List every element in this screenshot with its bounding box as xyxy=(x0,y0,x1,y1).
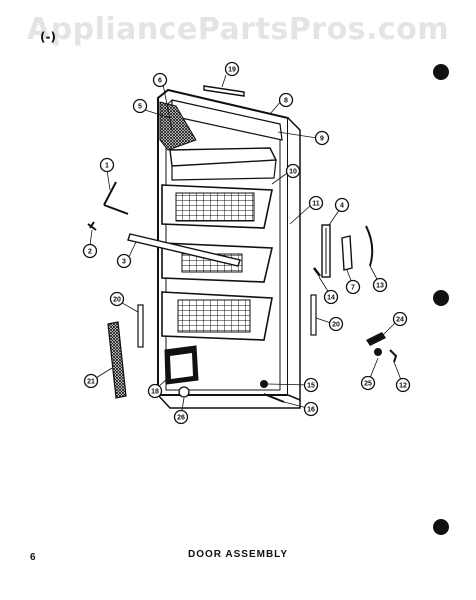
thin-strip-left xyxy=(137,304,144,348)
callout-19: 19 xyxy=(224,61,240,77)
callout-label: 7 xyxy=(351,285,355,292)
callout-label: 3 xyxy=(122,259,126,266)
callout-label: 12 xyxy=(399,383,407,390)
callout-10: 10 xyxy=(285,163,301,179)
page-number: 6 xyxy=(30,552,36,563)
shelf-bar-part xyxy=(127,233,241,267)
registration-dot xyxy=(433,64,449,80)
callout-label: 11 xyxy=(312,201,320,208)
basket-3 xyxy=(161,291,273,341)
callout-21: 21 xyxy=(83,373,99,389)
callout-16: 16 xyxy=(303,401,319,417)
callout-label: 2 xyxy=(88,249,92,256)
top-trim-piece xyxy=(203,85,245,97)
callout-label: 14 xyxy=(327,295,335,302)
curved-rod-part xyxy=(365,225,374,267)
callout-7: 7 xyxy=(345,279,361,295)
callout-label: 15 xyxy=(307,383,315,390)
callout-12: 12 xyxy=(395,377,411,393)
callout-label: 10 xyxy=(289,169,297,176)
callout-18: 18 xyxy=(147,383,163,399)
callout-1: 1 xyxy=(99,157,115,173)
callout-label: 16 xyxy=(307,407,315,414)
thin-strip-right xyxy=(310,294,317,336)
callout-20-left: 20 xyxy=(109,291,125,307)
basket-1 xyxy=(161,184,273,229)
foot-cap-part xyxy=(178,386,190,398)
callout-label: 13 xyxy=(376,283,384,290)
callout-label: 5 xyxy=(138,104,142,111)
callout-label: 18 xyxy=(151,389,159,396)
callout-label: 4 xyxy=(340,203,344,210)
callout-9: 9 xyxy=(314,130,330,146)
callout-5: 5 xyxy=(132,98,148,114)
callout-label: 20 xyxy=(332,322,340,329)
callout-6: 6 xyxy=(152,72,168,88)
top-mark: (-) xyxy=(40,30,56,44)
clip-part xyxy=(87,221,97,231)
callout-24: 24 xyxy=(392,311,408,327)
callout-4: 4 xyxy=(334,197,350,213)
callout-label: 20 xyxy=(113,297,121,304)
callouts: 6 5 19 8 9 10 11 1 2 3 4 7 13 14 20 20 2… xyxy=(82,61,411,425)
callout-label: 9 xyxy=(320,136,324,143)
callout-25: 25 xyxy=(360,375,376,391)
callout-label: 25 xyxy=(364,381,372,388)
callout-2: 2 xyxy=(82,243,98,259)
watermark: AppliancePartsPros.com xyxy=(26,12,450,47)
callout-15: 15 xyxy=(303,377,319,393)
callout-label: 8 xyxy=(284,98,288,105)
handle-part xyxy=(341,235,353,271)
callout-20-right: 20 xyxy=(328,316,344,332)
screw-part xyxy=(313,267,321,277)
vertical-strip-part xyxy=(321,224,331,278)
callout-8: 8 xyxy=(278,92,294,108)
callout-label: 21 xyxy=(87,379,95,386)
rod-part xyxy=(103,181,129,215)
bottom-compartment xyxy=(164,345,199,385)
callout-26: 26 xyxy=(173,409,189,425)
registration-dot xyxy=(433,290,449,306)
callout-label: 26 xyxy=(177,415,185,422)
callout-13: 13 xyxy=(372,277,388,293)
callout-14: 14 xyxy=(323,289,339,305)
hinge-parts xyxy=(260,332,398,403)
callout-label: 24 xyxy=(396,317,404,324)
callout-label: 6 xyxy=(158,78,162,85)
callout-label: 19 xyxy=(228,67,236,74)
upper-shelf xyxy=(169,147,278,181)
registration-dot xyxy=(433,519,449,535)
gasket-strip-part xyxy=(107,321,127,399)
callout-label: 1 xyxy=(105,163,109,170)
diagram-title: DOOR ASSEMBLY xyxy=(187,549,289,560)
callout-3: 3 xyxy=(116,253,132,269)
callout-11: 11 xyxy=(308,195,324,211)
